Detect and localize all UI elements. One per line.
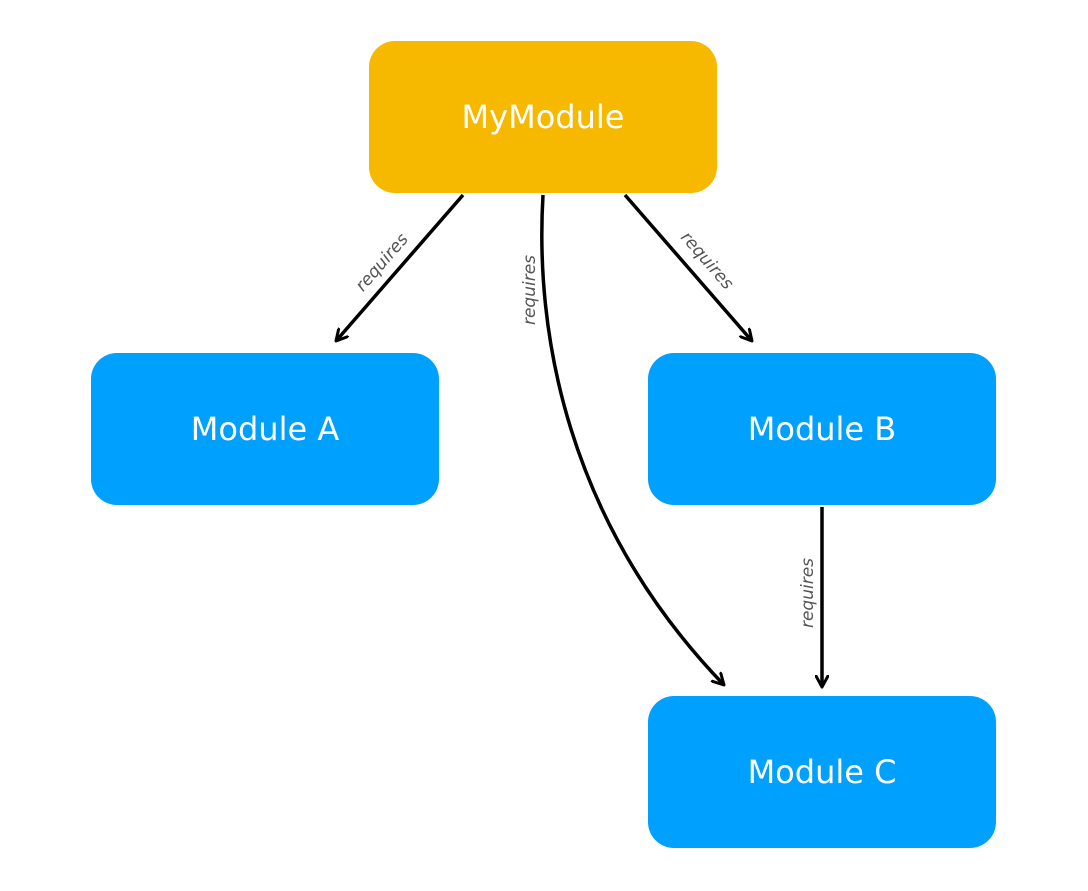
edge-label-mymodule-to-module-b: requires [676,228,737,294]
edge-mymodule-to-module-b [623,193,752,341]
edge-label-mymodule-to-module-c: requires [520,255,540,325]
edge-label-module-b-to-module-c: requires [798,558,818,628]
edge-mymodule-to-module-c [540,194,724,685]
module-b-label: Module B [747,410,897,448]
edge-mymodule-to-module-a [336,193,465,341]
module-a-node[interactable]: Module A [91,353,439,505]
module-c-node[interactable]: Module C [648,696,996,848]
mymodule-node[interactable]: MyModule [369,41,717,193]
mymodule-label: MyModule [461,98,625,136]
module-a-label: Module A [190,410,340,448]
module-b-node[interactable]: Module B [648,353,996,505]
module-c-label: Module C [747,753,897,791]
